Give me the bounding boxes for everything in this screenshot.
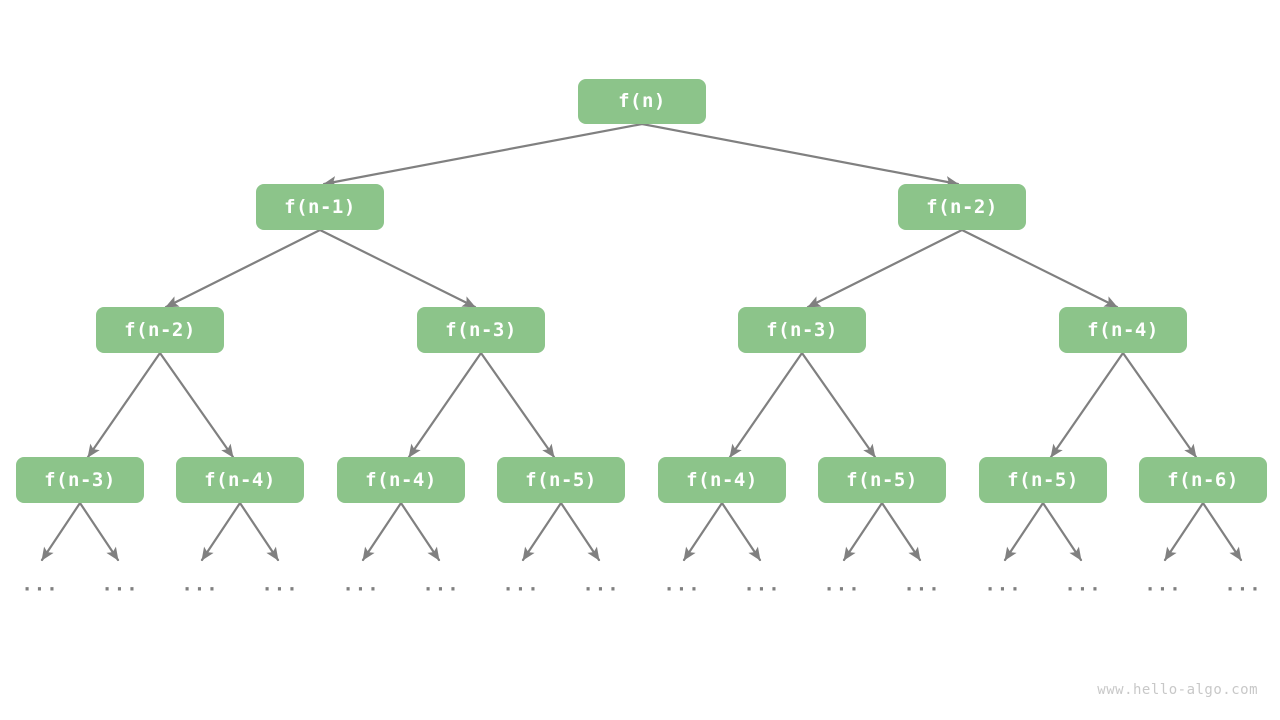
tree-edge (407, 351, 483, 459)
tree-edge (842, 501, 884, 562)
leaf-ellipsis: ... (422, 573, 460, 596)
tree-node[interactable]: f(n-2) (898, 184, 1026, 230)
tree-node[interactable]: f(n-4) (658, 457, 786, 503)
tree-node[interactable]: f(n-5) (979, 457, 1107, 503)
tree-edge (960, 228, 1119, 309)
leaf-ellipsis: ... (663, 573, 701, 596)
leaf-ellipsis: ... (181, 573, 219, 596)
leaf-ellipsis: ... (1064, 573, 1102, 596)
tree-edge (1041, 501, 1083, 562)
tree-edge (728, 351, 804, 459)
tree-node[interactable]: f(n-3) (738, 307, 866, 353)
tree-edge (238, 501, 280, 562)
tree-edge (78, 501, 120, 562)
tree-node[interactable]: f(n-2) (96, 307, 224, 353)
tree-edge (399, 501, 441, 562)
leaf-ellipsis: ... (903, 573, 941, 596)
leaf-ellipsis: ... (502, 573, 540, 596)
tree-node[interactable]: f(n) (578, 78, 706, 124)
tree-edge (164, 228, 322, 309)
tree-edge (1049, 351, 1125, 459)
leaf-ellipsis: ... (582, 573, 620, 596)
tree-node[interactable]: f(n-5) (497, 457, 625, 503)
tree-edge (1163, 501, 1205, 562)
tree-edge (318, 228, 477, 309)
tree-edge (880, 501, 922, 562)
tree-edge (800, 351, 877, 459)
tree-edge (521, 501, 563, 562)
tree-edge (1121, 351, 1198, 459)
tree-node[interactable]: f(n-5) (818, 457, 946, 503)
leaf-ellipsis: ... (1224, 573, 1262, 596)
leaf-ellipsis: ... (1144, 573, 1182, 596)
tree-edge (640, 122, 960, 188)
leaf-ellipsis: ... (101, 573, 139, 596)
tree-node[interactable]: f(n-4) (1059, 307, 1187, 353)
tree-edge (322, 122, 644, 188)
tree-edge (1201, 501, 1243, 562)
watermark: www.hello-algo.com (1097, 682, 1258, 698)
leaf-ellipsis: ... (823, 573, 861, 596)
leaf-ellipsis: ... (261, 573, 299, 596)
tree-edge (40, 501, 82, 562)
leaf-ellipsis: ... (984, 573, 1022, 596)
leaf-ellipsis: ... (21, 573, 59, 596)
tree-node[interactable]: f(n-1) (256, 184, 384, 230)
tree-edge (158, 351, 235, 459)
leaf-ellipsis: ... (743, 573, 781, 596)
tree-edge (479, 351, 556, 459)
tree-edge (806, 228, 964, 309)
tree-edge (559, 501, 601, 562)
tree-edge (361, 501, 403, 562)
leaf-ellipsis: ... (342, 573, 380, 596)
tree-node[interactable]: f(n-3) (16, 457, 144, 503)
tree-edge (682, 501, 724, 562)
tree-node[interactable]: f(n-3) (417, 307, 545, 353)
tree-edge (200, 501, 242, 562)
tree-edge (86, 351, 162, 459)
tree-node[interactable]: f(n-4) (176, 457, 304, 503)
tree-node[interactable]: f(n-4) (337, 457, 465, 503)
tree-edge (1003, 501, 1045, 562)
tree-edge (720, 501, 762, 562)
tree-node[interactable]: f(n-6) (1139, 457, 1267, 503)
